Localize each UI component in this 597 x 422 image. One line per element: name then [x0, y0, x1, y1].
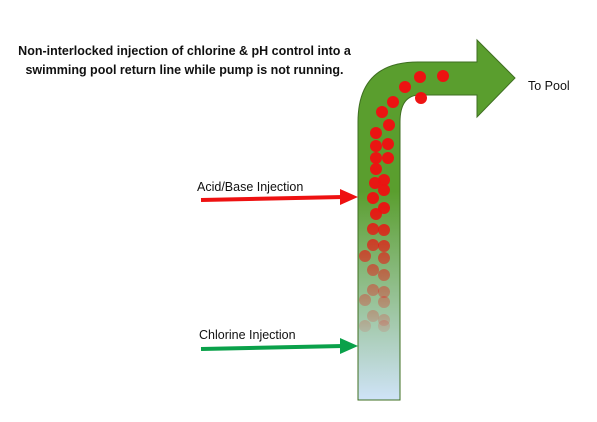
chemical-dot	[369, 177, 381, 189]
chemical-dot	[359, 320, 371, 332]
chemical-dot	[414, 71, 426, 83]
chemical-dot	[415, 92, 427, 104]
chemical-dot	[378, 184, 390, 196]
chlorine-arrow	[200, 338, 358, 354]
to-pool-label: To Pool	[528, 79, 570, 93]
acid-base-injection-label: Acid/Base Injection	[197, 180, 304, 194]
chemical-dot	[367, 192, 379, 204]
chemical-dot	[376, 106, 388, 118]
chemical-dot	[383, 119, 395, 131]
chemical-dot	[359, 294, 371, 306]
acid-base-arrow	[200, 189, 358, 205]
chemical-dot	[367, 310, 379, 322]
chemical-dot	[378, 252, 390, 264]
chemical-dot	[399, 81, 411, 93]
chemical-dot	[370, 152, 382, 164]
pipe-arrow	[357, 38, 516, 401]
chemical-dot	[378, 286, 390, 298]
chemical-dot	[387, 96, 399, 108]
chemical-dot	[382, 138, 394, 150]
chemical-dot	[437, 70, 449, 82]
chemical-dot	[367, 284, 379, 296]
chemical-dot	[378, 240, 390, 252]
diagram-title: Non-interlocked injection of chlorine & …	[18, 44, 351, 77]
chemical-dot	[370, 127, 382, 139]
injected-chemical-dots	[359, 70, 449, 332]
chemical-dot	[382, 152, 394, 164]
chemical-dot	[367, 239, 379, 251]
chemical-dot	[370, 163, 382, 175]
chemical-dot	[378, 320, 390, 332]
chemical-dot	[367, 223, 379, 235]
chlorine-injection-label: Chlorine Injection	[199, 328, 296, 342]
chemical-dot	[378, 269, 390, 281]
chemical-dot	[370, 140, 382, 152]
chemical-dot	[378, 224, 390, 236]
chemical-dot	[370, 208, 382, 220]
chemical-dot	[367, 264, 379, 276]
chemical-dot	[378, 296, 390, 308]
chemical-dot	[359, 250, 371, 262]
